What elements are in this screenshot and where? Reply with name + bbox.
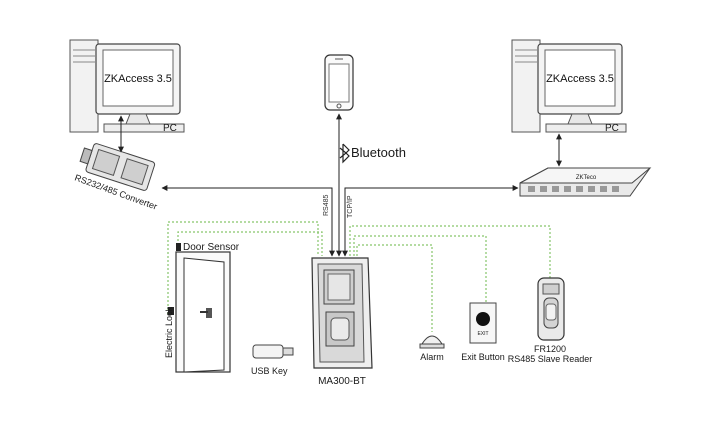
rs232-485-converter bbox=[79, 143, 156, 191]
exit-button: EXIT bbox=[469, 302, 497, 344]
pc-left-screen-text: ZKAccess 3.5 bbox=[104, 73, 172, 85]
slave-model-label: FR1200 bbox=[534, 344, 566, 354]
door-sensor-label: Door Sensor bbox=[183, 242, 240, 253]
electric-lock-marker bbox=[168, 307, 174, 315]
fr1200-reader bbox=[537, 277, 565, 341]
bluetooth-label: Bluetooth bbox=[351, 145, 406, 160]
network-switch: ZKTeco bbox=[519, 167, 652, 197]
pc-left-label: PC bbox=[163, 123, 177, 134]
usb-key-label: USB Key bbox=[251, 366, 288, 376]
tcpip-line bbox=[342, 185, 519, 257]
pc-right-screen-text: ZKAccess 3.5 bbox=[546, 73, 614, 85]
alarm-label: Alarm bbox=[420, 352, 444, 362]
slave-desc-label: RS485 Slave Reader bbox=[508, 354, 593, 364]
ma300-device bbox=[311, 257, 373, 369]
device-label: MA300-BT bbox=[318, 376, 366, 387]
pc-right-label: PC bbox=[605, 123, 619, 134]
switch-brand-label: ZKTeco bbox=[576, 175, 597, 181]
usb-key bbox=[252, 344, 294, 359]
bluetooth-icon bbox=[339, 143, 350, 164]
rs485-label: RS485 bbox=[323, 194, 330, 216]
exit-button-label: Exit Button bbox=[461, 352, 505, 362]
door bbox=[175, 251, 231, 373]
exit-button-face-label: EXIT bbox=[477, 331, 488, 337]
pc-right: ZKAccess 3.5 PC bbox=[511, 39, 627, 134]
electric-lock-label: Electric Lock bbox=[164, 306, 174, 358]
pc-left: ZKAccess 3.5 PC bbox=[69, 39, 185, 134]
rs485-line bbox=[161, 185, 335, 257]
alarm-icon bbox=[419, 335, 445, 349]
smartphone bbox=[324, 54, 354, 111]
door-sensor-marker bbox=[176, 243, 181, 251]
dotted-wires bbox=[167, 221, 551, 332]
tcpip-label: TCP/IP bbox=[347, 195, 354, 218]
